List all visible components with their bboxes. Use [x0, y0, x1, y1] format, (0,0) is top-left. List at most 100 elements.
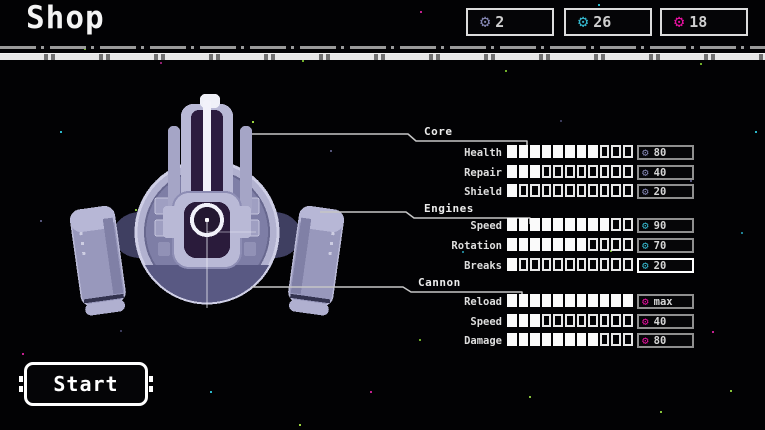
bar-cell	[564, 258, 575, 271]
upgrade-cost-health[interactable]: ⚙80	[637, 145, 694, 160]
stat-label: Repair	[464, 167, 502, 179]
stat-bar-rotation[interactable]	[507, 238, 633, 251]
bar-cell	[611, 238, 621, 251]
bar-cell	[518, 218, 529, 231]
gear-icon: ⚙	[642, 295, 649, 308]
bar-cell	[518, 165, 529, 178]
stat-label: Reload	[464, 296, 502, 308]
bar-cell	[541, 218, 552, 231]
bar-cell	[564, 184, 575, 197]
bar-cell	[611, 184, 621, 197]
bar-cell	[564, 238, 575, 251]
bar-cell	[541, 184, 552, 197]
bar-cell	[564, 333, 575, 346]
bar-cell	[518, 184, 529, 197]
upgrade-cost-breaks[interactable]: ⚙20	[637, 258, 694, 273]
upgrade-cost-speed[interactable]: ⚙40	[637, 314, 694, 329]
upgrade-cost-rotation[interactable]: ⚙ 70	[637, 238, 694, 253]
bar-cell	[507, 314, 517, 327]
bar-cell	[553, 294, 563, 307]
bar-cell	[576, 184, 587, 197]
stat-label: Speed	[470, 220, 502, 232]
bar-cell	[530, 314, 540, 327]
bar-cell	[576, 258, 587, 271]
bar-cell	[507, 294, 517, 307]
bar-cell	[530, 238, 540, 251]
start-button[interactable]: Start	[24, 362, 148, 406]
bar-cell	[611, 218, 621, 231]
bar-cell	[564, 165, 575, 178]
bar-cell	[530, 145, 540, 158]
bar-cell	[541, 333, 552, 346]
gear-icon: ⚙	[642, 334, 649, 347]
stat-bar-shield[interactable]	[507, 184, 633, 197]
gear-icon: ⚙	[642, 166, 649, 179]
bar-cell	[622, 333, 633, 346]
bar-cell	[599, 314, 610, 327]
upgrade-cost-shield[interactable]: ⚙20	[637, 184, 694, 199]
bar-cell	[622, 314, 633, 327]
cost-value: 40	[653, 166, 667, 179]
bar-cell	[530, 333, 540, 346]
stat-bar-repair[interactable]	[507, 165, 633, 178]
bar-cell	[576, 145, 587, 158]
stat-row-speed: Speed ⚙90	[0, 218, 765, 234]
bar-cell	[588, 294, 598, 307]
gear-icon: ⚙	[578, 11, 589, 32]
gear-icon: ⚙	[642, 239, 649, 252]
bar-cell	[530, 218, 540, 231]
upgrade-cost-damage[interactable]: ⚙ 80	[637, 333, 694, 348]
stat-label: Shield	[464, 186, 502, 198]
bar-cell	[622, 294, 633, 307]
bar-cell	[599, 294, 610, 307]
bar-cell	[541, 314, 552, 327]
bar-cell	[622, 145, 633, 158]
upgrade-cost-speed[interactable]: ⚙90	[637, 218, 694, 233]
upgrade-cost-reload[interactable]: ⚙ max	[637, 294, 694, 309]
cost-value: 70	[653, 239, 667, 252]
bar-cell	[507, 258, 517, 271]
bar-cell	[507, 333, 517, 346]
bar-cell	[507, 184, 517, 197]
bar-cell	[541, 294, 552, 307]
stat-row-damage: Damage ⚙ 80	[0, 333, 765, 349]
bar-cell	[541, 238, 552, 251]
stat-bar-health[interactable]	[507, 145, 633, 158]
bar-cell	[622, 218, 633, 231]
stat-row-rotation: Rotation ⚙ 70	[0, 238, 765, 254]
cost-value: 20	[653, 259, 667, 272]
stat-label: Damage	[464, 335, 502, 347]
bar-cell	[576, 314, 587, 327]
bar-cell	[553, 184, 563, 197]
bar-cell	[611, 165, 621, 178]
stat-label: Rotation	[451, 240, 502, 252]
bar-cell	[622, 238, 633, 251]
bar-cell	[588, 258, 598, 271]
stat-row-shield: Shield ⚙20	[0, 184, 765, 200]
stat-bar-reload[interactable]	[507, 294, 633, 307]
bar-cell	[553, 238, 563, 251]
bar-cell	[507, 238, 517, 251]
bar-cell	[599, 238, 610, 251]
bar-cell	[588, 145, 598, 158]
bar-cell	[588, 184, 598, 197]
bar-cell	[564, 145, 575, 158]
cost-value: max	[653, 295, 673, 308]
cost-value: 80	[653, 334, 667, 347]
cost-value: 20	[653, 185, 667, 198]
currency-amount: 26	[593, 13, 612, 31]
bar-cell	[553, 145, 563, 158]
cost-value: 90	[653, 219, 667, 232]
gear-icon: ⚙	[642, 146, 649, 159]
bar-cell	[622, 165, 633, 178]
currency-slate-gears: ⚙ 2	[466, 8, 554, 36]
stat-bar-damage[interactable]	[507, 333, 633, 346]
stat-bar-speed[interactable]	[507, 314, 633, 327]
bar-cell	[599, 258, 610, 271]
bar-cell	[576, 294, 587, 307]
upgrade-cost-repair[interactable]: ⚙ 40	[637, 165, 694, 180]
bar-cell	[553, 218, 563, 231]
bar-cell	[588, 165, 598, 178]
stat-bar-speed[interactable]	[507, 218, 633, 231]
stat-bar-breaks[interactable]	[507, 258, 633, 271]
